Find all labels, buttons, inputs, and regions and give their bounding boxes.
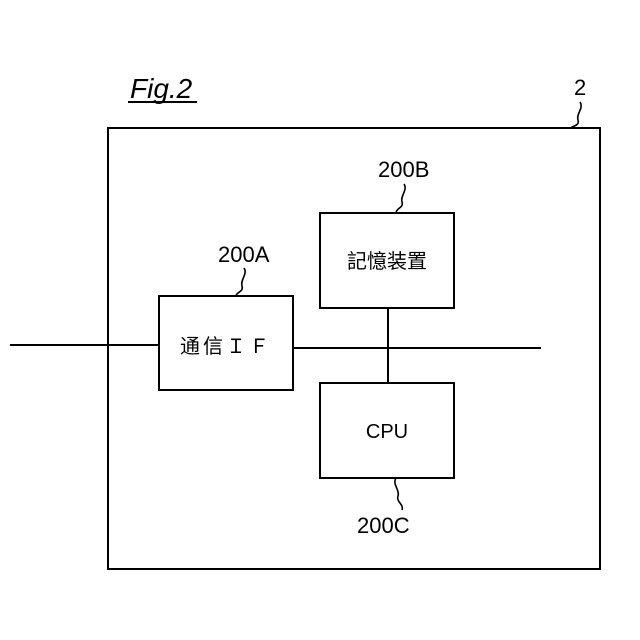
comm-if-label: 通信ＩＦ — [180, 334, 272, 358]
storage-ref-label: 200B — [378, 157, 429, 182]
cpu-ref-label: 200C — [357, 513, 410, 538]
storage-label: 記憶装置 — [347, 249, 427, 273]
figure-title: Fig.2 — [130, 73, 193, 104]
storage-leader-line — [396, 184, 405, 213]
cpu-leader-line — [395, 478, 402, 510]
device-ref-label: 2 — [574, 75, 586, 100]
comm-if-ref-label: 200A — [218, 242, 270, 267]
device-leader-line — [571, 102, 581, 128]
comm-if-leader-line — [236, 268, 245, 296]
cpu-label: CPU — [366, 421, 408, 443]
